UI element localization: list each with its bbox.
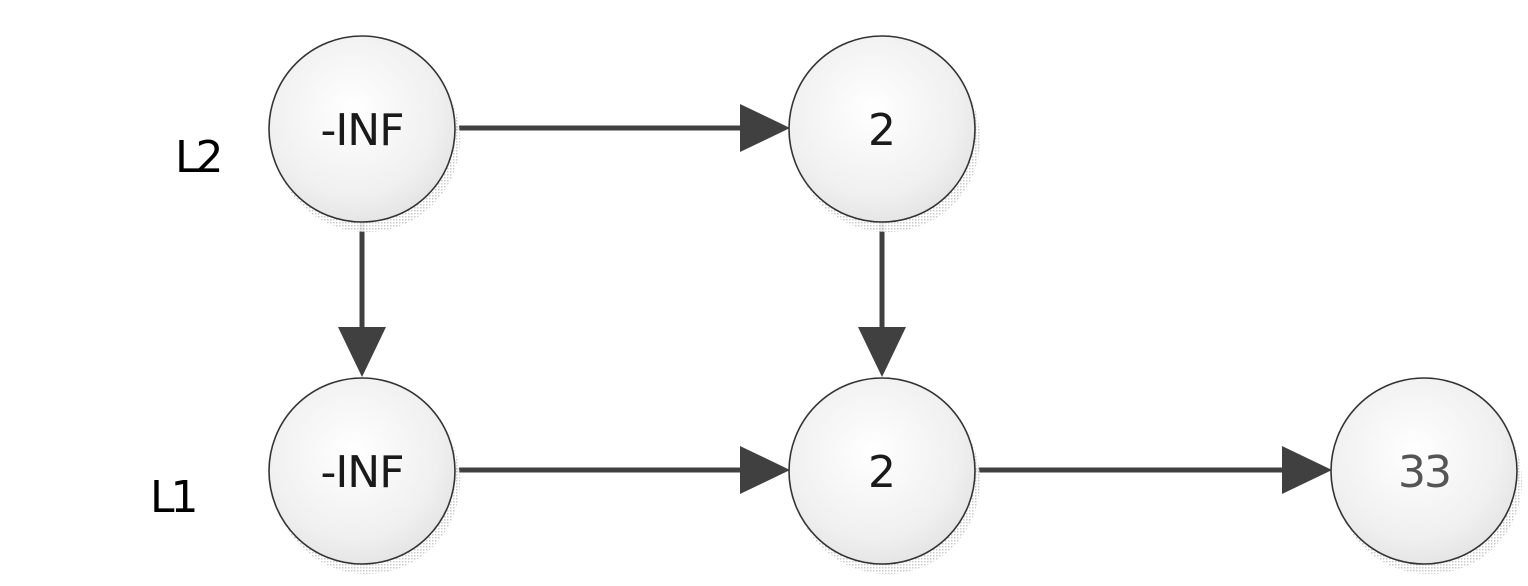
edge-l2-head-to-l2-node-1 bbox=[456, 104, 790, 152]
node-l1-value-2: 2 bbox=[788, 377, 980, 574]
edge-l2-node-1-down-to-l1-node-1 bbox=[858, 222, 906, 377]
node-l1-head: -INF bbox=[268, 377, 460, 574]
node-l1-value-2-label: 2 bbox=[868, 447, 896, 498]
node-l2-head-label: -INF bbox=[320, 105, 403, 156]
edge-l1-head-to-l1-node-1 bbox=[456, 446, 790, 494]
edge-l2-head-down-to-l1-head bbox=[338, 222, 386, 377]
node-l1-value-33-label: 33 bbox=[1398, 447, 1450, 498]
node-l2-value-label: 2 bbox=[868, 105, 896, 156]
level-label-l2: L2 bbox=[175, 132, 220, 183]
node-l1-value-33: 33 bbox=[1330, 377, 1522, 574]
edge-l1-node-1-to-l1-node-2 bbox=[975, 446, 1332, 494]
node-l2-value: 2 bbox=[788, 35, 980, 232]
level-label-l1: L1 bbox=[150, 472, 195, 523]
node-l2-head: -INF bbox=[268, 35, 460, 232]
node-l1-head-label: -INF bbox=[320, 447, 403, 498]
